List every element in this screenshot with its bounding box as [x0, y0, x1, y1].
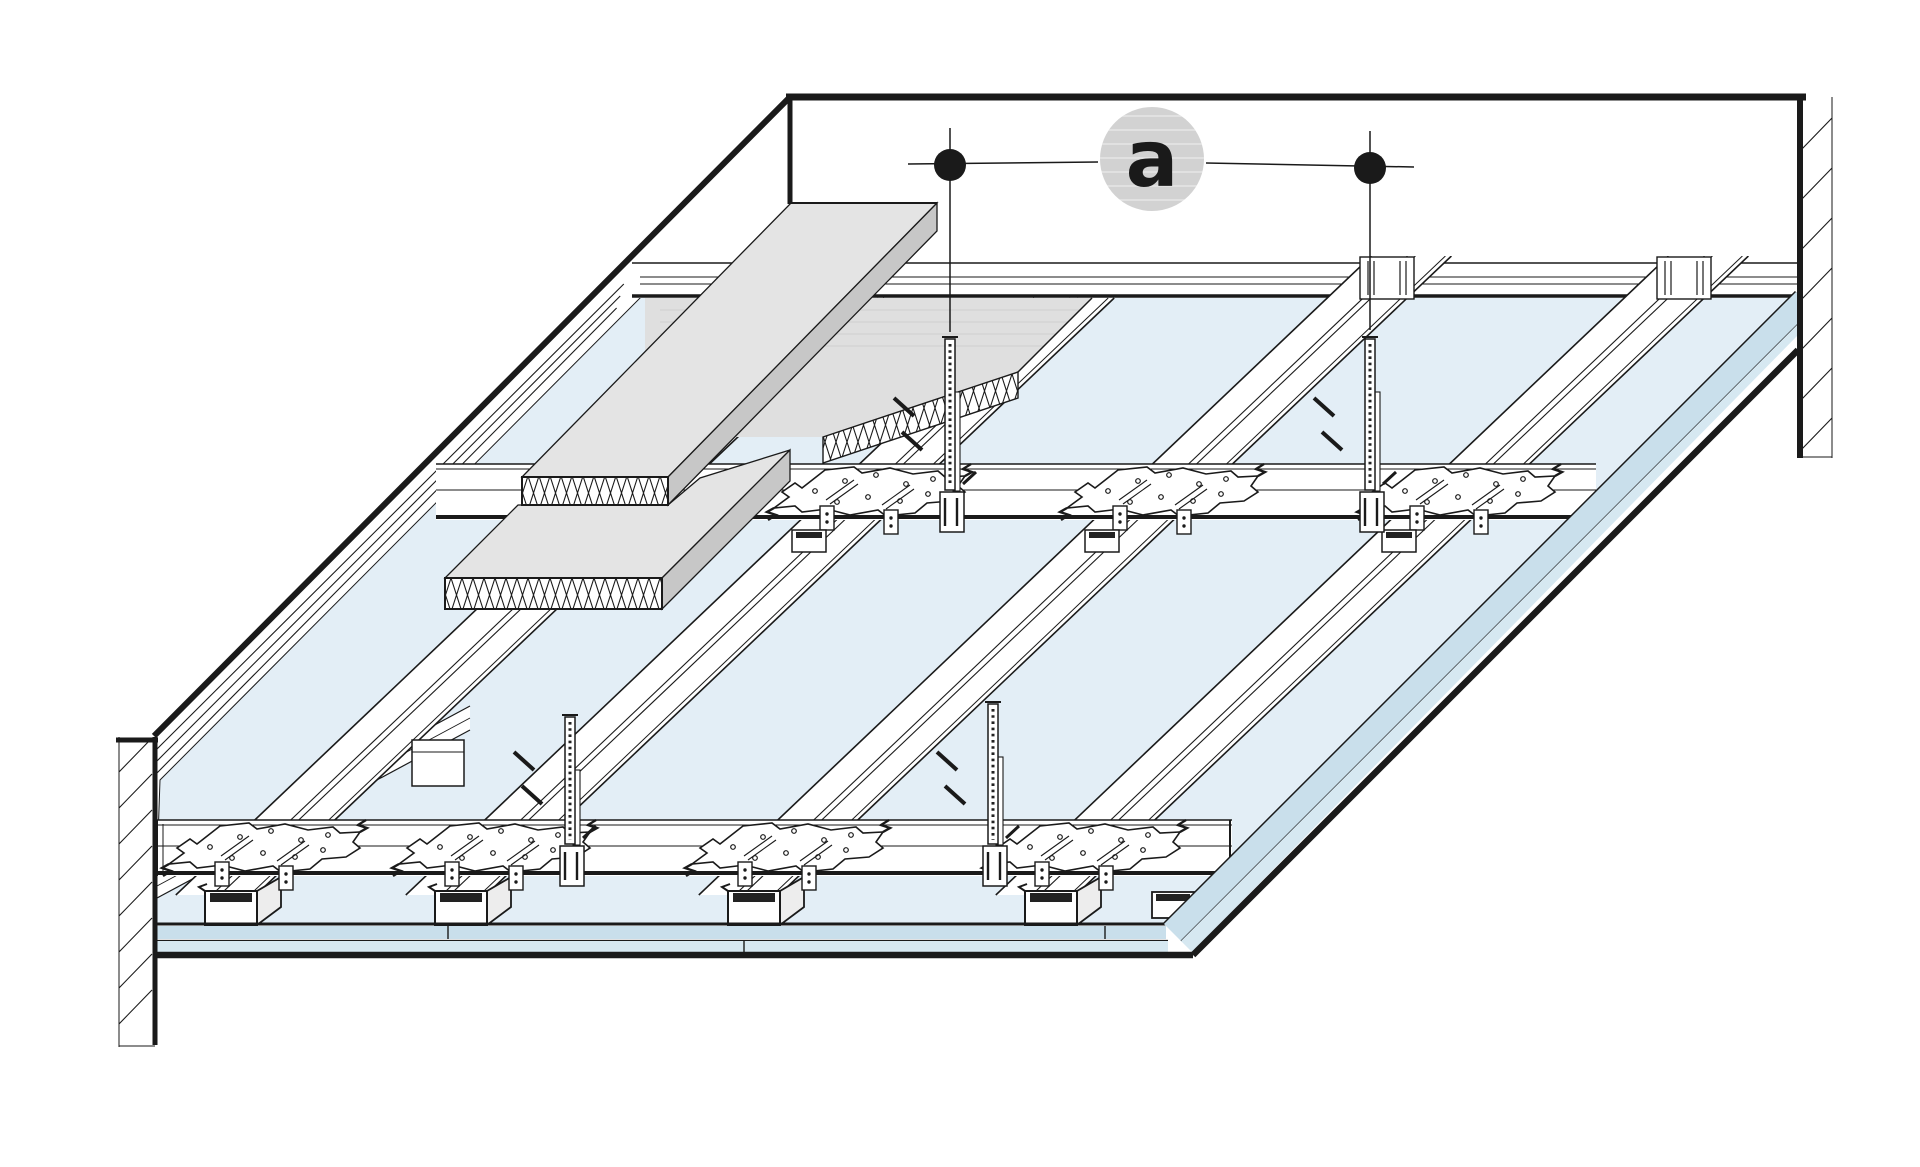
marker-bubble-circle [1100, 107, 1204, 211]
cross-connector-mid-2 [1057, 462, 1268, 535]
main-profile-end-cap-2 [1656, 256, 1712, 300]
insulation-slab-layer1 [443, 448, 791, 611]
cross-connector-front-1 [159, 818, 370, 891]
board-edges [154, 290, 1801, 959]
suspension-point-dot-right [1354, 152, 1386, 184]
suspension-point-dot-left [934, 149, 966, 181]
main-profile-diagonal-3 [698, 256, 1452, 896]
nonius-hanger-front-right [935, 701, 1021, 887]
main-profile-end-cap-1 [1359, 256, 1415, 300]
wall-right-hatched [1797, 94, 1833, 458]
nonius-hanger-mid-left [892, 336, 978, 533]
profile-front-stub-2 [426, 875, 512, 927]
profile-front-stub-3 [719, 875, 805, 927]
marker-bubble-texture [1100, 115, 1204, 201]
insulation-slab-layer2 [520, 201, 939, 507]
wall-left-hatched [116, 737, 158, 1047]
cross-connector-mid-3 [1354, 462, 1565, 535]
marker-label: a [1126, 115, 1179, 205]
main-profile-diagonal-4 [995, 256, 1749, 896]
profile-front-stub-4 [1016, 875, 1102, 927]
profile-front-stub-1 [196, 875, 282, 927]
nonius-hanger-front-left [512, 714, 598, 887]
insulation-slabs [443, 201, 939, 611]
cross-connector-mid-1 [764, 462, 975, 535]
walls-and-slab-outline [116, 93, 1833, 1047]
detail-marker: a [907, 107, 1415, 332]
connectors-and-hangers [159, 336, 1565, 927]
profile-grid-fittings [1359, 256, 1712, 300]
cross-connector-front-3 [682, 818, 893, 891]
nonius-hanger-mid-right [1312, 336, 1398, 533]
cross-connector-front-4 [979, 818, 1190, 891]
